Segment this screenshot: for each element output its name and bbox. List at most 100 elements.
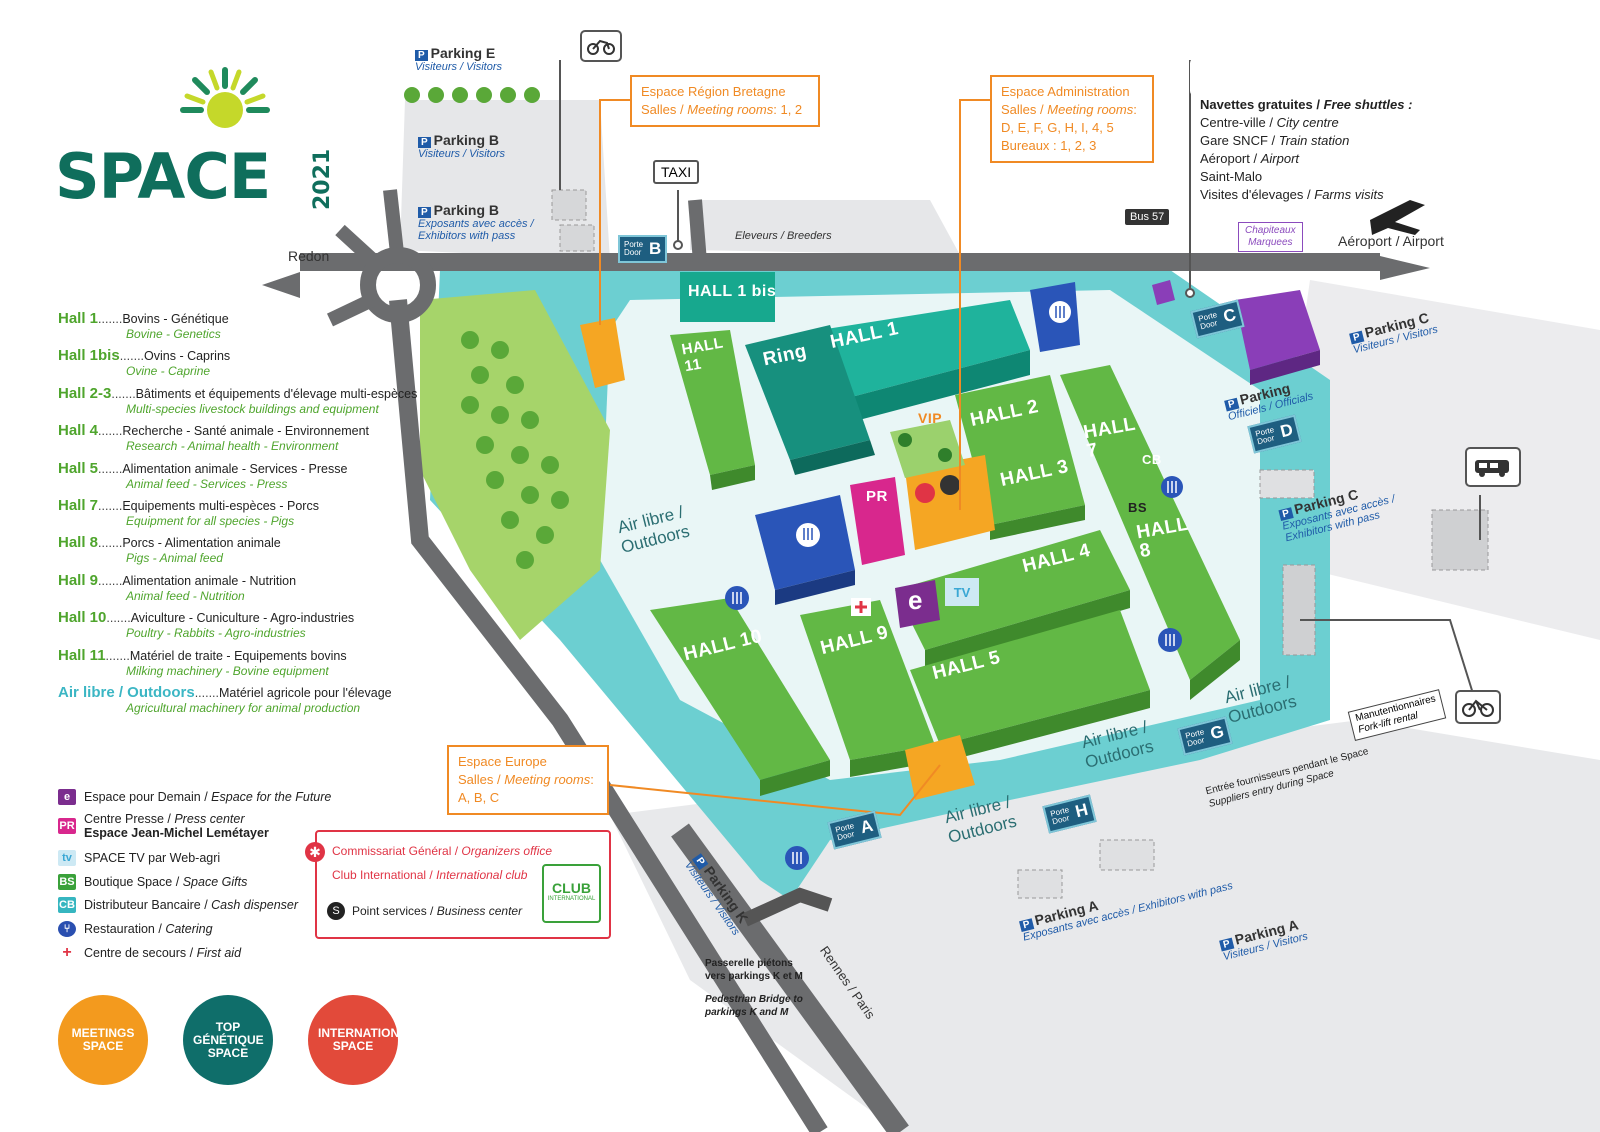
legend-symbol-icon: e <box>58 789 76 805</box>
legend-symbol-en: First aid <box>196 946 242 960</box>
hall-7-8-building[interactable] <box>1060 365 1240 680</box>
legend-symbol-fr: Espace pour Demain / <box>84 790 208 804</box>
parking-c-area <box>1270 280 1600 640</box>
door-label: Porte Door <box>834 821 856 843</box>
boutique-label[interactable]: BS <box>1128 500 1148 515</box>
legend-hall-name: Hall 10 <box>58 609 107 627</box>
road-left-stub <box>326 293 376 327</box>
door-letter: D <box>1278 419 1295 442</box>
espace-demain-building[interactable] <box>895 580 940 628</box>
door-label: Porte Door <box>1184 727 1206 749</box>
hall-4-building[interactable] <box>895 530 1130 650</box>
club-line: Club International / International club <box>332 868 528 882</box>
event-badge[interactable]: TOP GÉNÉTIQUE SPACE <box>183 995 273 1085</box>
hall-11-building[interactable] <box>670 330 755 475</box>
rooms-label-en: Meeting rooms <box>687 102 774 117</box>
bus-57-sign[interactable]: Bus 57 <box>1125 209 1170 225</box>
parking-e-trees <box>404 87 540 103</box>
espace-europe-building[interactable] <box>905 735 975 800</box>
hall-1bis-label[interactable]: HALL 1 bis <box>688 283 777 300</box>
legend-symbol-fr: Boutique Space / <box>84 875 180 889</box>
shuttle-destination: Centre-ville / City centre <box>1200 115 1339 130</box>
legend-hall-fr: Matériel de traite - Equipements bovins <box>129 648 347 663</box>
legend-symbol-icon: ⑂ <box>58 921 76 937</box>
legend-hall-name: Hall 9 <box>58 571 99 589</box>
legend-symbol-fr: Centre Presse / <box>84 812 171 826</box>
box-title: Espace Administration <box>1001 84 1130 99</box>
box-title: Espace Région Bretagne <box>641 84 786 99</box>
legend-symbol-en: Espace for the Future <box>211 790 332 804</box>
free-shuttles-info: Navettes gratuites / Free shuttles : Cen… <box>1200 96 1412 204</box>
eleveurs-label: Eleveurs / Breeders <box>735 230 832 242</box>
space-tv-icon[interactable]: TV <box>945 578 979 606</box>
hall-7-label[interactable]: HALL 7 <box>1081 413 1137 463</box>
taxi-sign[interactable]: TAXI <box>653 160 700 184</box>
hall-legend-item: Air libre / Outdoors.......Matériel agri… <box>58 684 392 715</box>
services-line: Point services / Business center <box>352 904 523 918</box>
green-park <box>420 290 610 640</box>
bicycle-icon <box>1462 699 1494 717</box>
legend-hall-en: Animal feed - Services - Press <box>126 476 288 491</box>
catering-icon[interactable] <box>1049 301 1071 323</box>
rooms-list: A, B, C <box>458 790 500 805</box>
hall-8-label[interactable]: HALL 8 <box>1134 513 1190 563</box>
legend-hall-name: Hall 4 <box>58 422 99 440</box>
hall-10-building[interactable] <box>650 598 830 780</box>
bike-sign[interactable] <box>1455 690 1501 724</box>
chapiteaux-building[interactable] <box>1235 290 1320 370</box>
event-badge[interactable]: INTERNATIONAL SPACE <box>308 995 415 1085</box>
catering-icon[interactable] <box>785 846 809 870</box>
cash-dispenser-label[interactable]: CB <box>1142 452 1162 467</box>
space-logo-sun <box>180 67 270 128</box>
road-left-diagonal <box>389 299 828 1132</box>
door-letter: C <box>1221 304 1238 327</box>
organizers-box: ✱ Commissariat Général / Organizers offi… <box>305 830 611 939</box>
camper-sign[interactable] <box>1465 447 1521 487</box>
shuttle-destination: Visites d'élevages / Farms visits <box>1200 187 1384 202</box>
chapiteaux-en: Marquees <box>1248 237 1293 248</box>
hall-1-building[interactable] <box>820 300 1030 400</box>
ring-building[interactable] <box>745 325 870 460</box>
parking-spot <box>551 189 587 221</box>
administration-building[interactable] <box>905 455 995 550</box>
catering-icon[interactable] <box>796 523 820 547</box>
espace-demain-label[interactable]: e <box>908 585 923 615</box>
press-center-label[interactable]: PR <box>866 488 888 505</box>
hall-11-label[interactable]: HALL 11 <box>680 334 725 376</box>
press-center-building[interactable] <box>850 477 905 565</box>
catering-icon[interactable] <box>725 586 749 610</box>
pedestrian-bridge[interactable] <box>742 887 833 927</box>
callout-line <box>1300 619 1476 701</box>
catering-icon[interactable] <box>1161 476 1183 498</box>
organizers-office-icon[interactable] <box>915 483 935 503</box>
legend-hall-name: Hall 1 <box>58 310 99 327</box>
motorbike-sign[interactable] <box>580 30 622 62</box>
event-badge[interactable]: MEETINGS SPACE <box>58 995 148 1085</box>
legend-symbol-fr: Centre de secours / <box>84 946 194 960</box>
hall-5-building[interactable] <box>910 610 1150 745</box>
hall-legend-item: Hall 11.......Matériel de traite - Equip… <box>58 646 347 678</box>
callout-line <box>599 99 630 325</box>
roundabout <box>360 247 436 323</box>
point-services-icon[interactable] <box>940 475 960 495</box>
catering-icon[interactable] <box>1158 628 1182 652</box>
legend-symbol-fr: Restauration / <box>84 922 162 936</box>
rooms-list: D, E, F, G, H, I, 4, 5 <box>1001 120 1114 135</box>
legend-symbol-extra: Espace Jean-Michel Lemétayer <box>84 826 269 840</box>
airplane-icon <box>1370 200 1425 235</box>
hall-1bis-building[interactable] <box>680 272 775 322</box>
legend-symbol-icon: tv <box>58 850 76 866</box>
region-bretagne-building[interactable] <box>580 318 625 388</box>
legend-hall-fr: Recherche - Santé animale - Environnemen… <box>122 424 369 439</box>
motorbike-icon <box>587 39 615 55</box>
badge-text: TOP GÉNÉTIQUE SPACE <box>193 1019 264 1060</box>
door-letter: B <box>649 239 662 258</box>
hall-9-building[interactable] <box>800 600 935 760</box>
vip-label[interactable]: VIP <box>918 410 943 426</box>
rooms-label-en: Meeting rooms <box>504 772 591 787</box>
rooms-colon: : <box>1133 102 1137 117</box>
